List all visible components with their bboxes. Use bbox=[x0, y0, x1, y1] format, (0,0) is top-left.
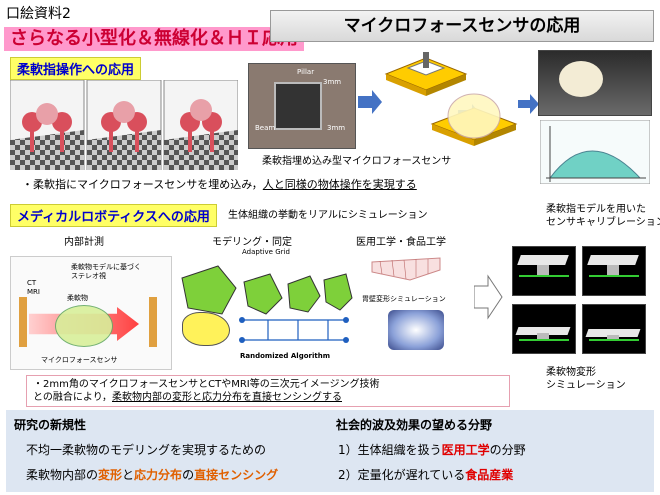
spring-damper-network bbox=[239, 317, 349, 343]
chip-model-dome bbox=[430, 93, 518, 146]
novelty-highlight: 応力分布 bbox=[134, 468, 183, 482]
calibration-caption: 柔軟指モデルを用いた センサキャリブレーション bbox=[546, 203, 660, 229]
measurement-diagram: 柔軟物モデルに基づく ステレオ視 CT MRI 柔軟物 マイクロフォースセンサ bbox=[10, 256, 172, 370]
caption-line: シミュレーション bbox=[546, 380, 626, 391]
sim-frame-1 bbox=[10, 80, 85, 170]
bullet-text: ・柔軟指にマイクロフォースセンサを埋め込み， bbox=[22, 178, 263, 191]
calibration-graph bbox=[540, 120, 650, 184]
adaptive-grid-label: Adaptive Grid bbox=[242, 248, 290, 256]
stomach-mesh bbox=[370, 250, 442, 290]
diagram-text: 柔軟物モデルに基づく bbox=[71, 263, 141, 271]
section-heading-soft-finger: 柔軟指操作への応用 bbox=[10, 57, 142, 80]
soft-finger-dome bbox=[559, 61, 603, 97]
food-simulation-image bbox=[388, 310, 444, 350]
support bbox=[537, 333, 549, 339]
column-heading-measurement: 内部計測 bbox=[64, 237, 104, 248]
note-emphasis: 柔軟物内部の変形と応力分布を直接センシングする bbox=[112, 392, 342, 403]
column-heading-engineering: 医用工学・食品工学 bbox=[356, 237, 446, 248]
impact-line-2: 2）定量化が遅れている食品産業 bbox=[338, 466, 513, 483]
ground-line bbox=[519, 339, 569, 341]
diagram-text: MRI bbox=[27, 288, 40, 296]
caption-line: 柔軟物変形 bbox=[546, 367, 596, 378]
scanner-bar bbox=[19, 297, 27, 347]
sim-frame-3 bbox=[163, 80, 238, 170]
sim-frame-2 bbox=[86, 80, 162, 170]
beam-label: Beam bbox=[255, 124, 276, 132]
deformation-sim-4 bbox=[582, 304, 646, 354]
ct-mri-label: CT MRI bbox=[27, 279, 40, 297]
stereo-label: 柔軟物モデルに基づく ステレオ視 bbox=[71, 263, 141, 281]
ground-line bbox=[589, 275, 639, 277]
caption-line: センサキャリブレーション bbox=[546, 217, 660, 228]
sensor-chip bbox=[274, 82, 322, 130]
adaptive-grid-models bbox=[181, 265, 353, 315]
soft-finger-photo bbox=[538, 50, 652, 116]
object-label: 柔軟物 bbox=[67, 294, 88, 302]
sensor-label: マイクロフォースセンサ bbox=[41, 356, 118, 364]
dimension-label: 3mm bbox=[323, 78, 342, 86]
diagram-text: CT bbox=[27, 279, 37, 287]
impact-highlight: 食品産業 bbox=[465, 468, 514, 482]
dimension-label: 3mm bbox=[327, 124, 346, 132]
deformation-sim-2 bbox=[582, 246, 646, 296]
document-label: 口絵資料2 bbox=[6, 6, 71, 22]
finger-simulation-frames bbox=[10, 80, 238, 170]
note-text: との融合により， bbox=[33, 392, 112, 403]
support bbox=[607, 335, 619, 339]
pillar-label: Pillar bbox=[297, 68, 315, 76]
note-line: ・2mm角のマイクロフォースセンサとCTやMRI等の三次元イメージング技術 bbox=[33, 379, 380, 390]
novelty-text: 柔軟物内部の bbox=[26, 468, 99, 482]
modeling-diagram: Adaptive Grid Randomized Algorithm bbox=[178, 248, 354, 366]
impact-text: 1）生体組織を扱う bbox=[338, 443, 442, 457]
arrow-right-icon bbox=[358, 90, 382, 114]
novelty-highlight: 直接センシング bbox=[194, 468, 279, 482]
medical-note: ・2mm角のマイクロフォースセンサとCTやMRI等の三次元イメージング技術 との… bbox=[26, 375, 510, 407]
impact-line-1: 1）生体組織を扱う医用工学の分野 bbox=[338, 441, 526, 458]
section-heading-medical: メディカルロボティクスへの応用 bbox=[10, 204, 217, 227]
novelty-heading: 研究の新規性 bbox=[14, 418, 87, 432]
sensor-embedding-diagram bbox=[358, 52, 539, 146]
caption-line: 柔軟指モデルを用いた bbox=[546, 204, 646, 215]
impact-heading: 社会的波及効果の望める分野 bbox=[336, 418, 493, 432]
impact-text: の分野 bbox=[489, 443, 526, 457]
support bbox=[537, 265, 549, 275]
yellow-model bbox=[182, 312, 230, 346]
novelty-line-1: 不均一柔軟物のモデリングを実現するための bbox=[26, 443, 267, 457]
impact-highlight: 医用工学 bbox=[441, 443, 490, 457]
sensor-chip-photo: Pillar 3mm Beam 3mm bbox=[248, 63, 356, 149]
arrow-right-icon bbox=[518, 94, 539, 114]
summary-panel bbox=[6, 410, 654, 492]
soft-object bbox=[55, 305, 113, 347]
novelty-text: と bbox=[122, 468, 135, 482]
support bbox=[607, 265, 619, 275]
scanner-bar bbox=[149, 297, 157, 347]
novelty-highlight: 変形 bbox=[98, 468, 123, 482]
randomized-algorithm-label: Randomized Algorithm bbox=[240, 352, 330, 360]
headline-banner: さらなる小型化＆無線化＆ＨＩ応用 bbox=[4, 27, 304, 51]
soft-finger-bullet: ・柔軟指にマイクロフォースセンサを埋め込み，人と同様の物体操作を実現する bbox=[22, 176, 417, 192]
bullet-emphasis: 人と同様の物体操作を実現する bbox=[262, 178, 417, 191]
large-arrow-icon bbox=[474, 274, 503, 320]
novelty-text: の bbox=[182, 468, 195, 482]
deformation-caption: 柔軟物変形 シミュレーション bbox=[546, 366, 626, 392]
deformation-sim-3 bbox=[512, 304, 576, 354]
slab bbox=[587, 255, 639, 265]
column-heading-modeling: モデリング・同定 bbox=[212, 237, 292, 248]
ground-line bbox=[519, 275, 569, 277]
stomach-sim-label: 胃壁変形シミュレーション bbox=[362, 295, 446, 303]
deformation-sim-1 bbox=[512, 246, 576, 296]
slab bbox=[517, 255, 569, 265]
novelty-line-2: 柔軟物内部の変形と応力分布の直接センシング bbox=[26, 466, 278, 483]
ground-line bbox=[589, 339, 639, 341]
impact-text: 2）定量化が遅れている bbox=[338, 468, 466, 482]
diagram-text: ステレオ視 bbox=[71, 272, 106, 280]
section-subtitle: 生体組織の挙動をリアルにシミュレーション bbox=[228, 210, 428, 221]
page-title: マイクロフォースセンサの応用 bbox=[270, 10, 654, 42]
sensor-caption: 柔軟指埋め込み型マイクロフォースセンサ bbox=[262, 156, 452, 167]
chip-model-top bbox=[384, 52, 468, 96]
